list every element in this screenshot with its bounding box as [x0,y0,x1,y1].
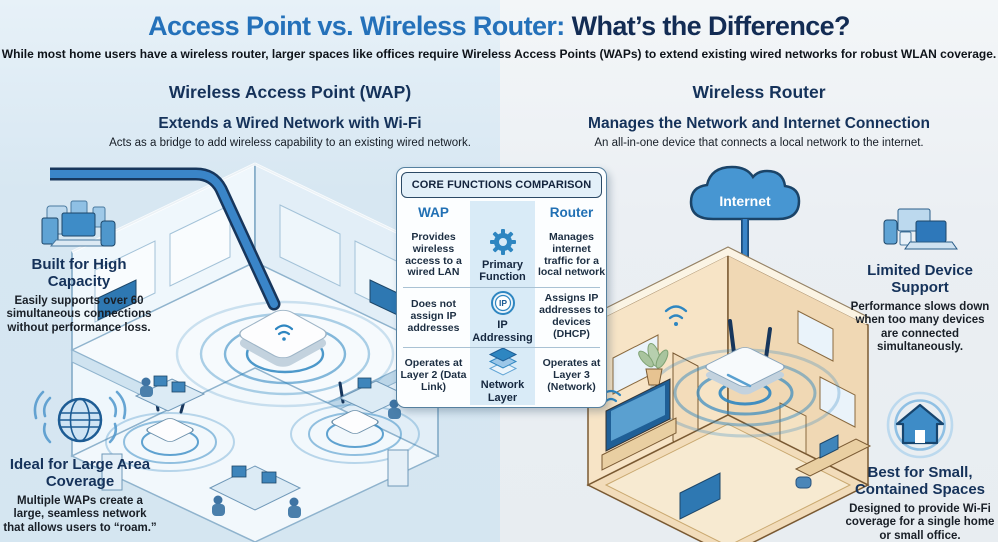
gear-icon [489,228,516,255]
wap-heading: Wireless Access Point (WAP) [168,82,412,102]
router-ip-addressing-cell: Assigns IP addresses to devices (DHCP) [539,292,604,340]
router-primary-function-cell: Manages internet traffic for a local net… [537,230,606,279]
callout-body: Easily supports over 60 simultaneous con… [6,294,152,334]
comparison-table-title: CORE FUNCTIONS COMPARISON [401,172,602,198]
wap-device [239,309,327,367]
page-title: Access Point vs. Wireless Router: What’s… [0,11,998,42]
floor-wap-right [290,381,420,464]
comparison-table-body: WAP Provides wireless access to a wired … [397,201,606,405]
table-row-divider [403,347,600,348]
callout-small-spaces: Best for Small, Contained Spaces Designe… [844,390,996,542]
callout-body: Designed to provide Wi-Fi coverage for a… [845,502,995,542]
callout-high-capacity: Built for High Capacity Easily supports … [6,198,152,335]
wifi-signal-icon [664,305,688,320]
ip-addressing-label: IP Addressing [472,319,533,344]
ip-badge-icon: IP [490,291,515,316]
router-column-heading: Wireless Router Manages the Network and … [528,82,990,149]
network-layer-cell: Network Layer [470,347,535,405]
router-device [705,319,785,395]
comparison-table: CORE FUNCTIONS COMPARISON WAP Provides w… [396,167,607,408]
router-heading: Wireless Router [692,82,826,102]
page-title-blue: Access Point vs. Wireless Router: [148,11,565,41]
home-wifi-icon [886,391,954,459]
router-subheading: Manages the Network and Internet Connect… [588,115,930,132]
table-row-divider [403,287,600,288]
wap-office-illustration [50,162,440,542]
primary-function-cell: Primary Function [470,224,535,287]
ip-badge-text: IP [498,299,506,309]
wap-ip-addressing-cell: Does not assign IP addresses [407,298,460,334]
callout-title: Limited Device Support [867,262,973,296]
wap-column-heading: Wireless Access Point (WAP) Extends a Wi… [55,82,525,149]
callout-large-coverage: Ideal for Large Area Coverage Multiple W… [2,388,158,535]
ethernet-cable [50,167,281,311]
callout-body: Performance slows down when too many dev… [850,300,990,354]
internet-cloud: Internet [689,165,801,221]
internet-cloud-label: Internet [719,193,771,209]
callout-title: Best for Small, Contained Spaces [854,464,986,498]
callout-body: Multiple WAPs create a large, seamless n… [3,494,157,534]
page-title-dark: What’s the Difference? [564,11,851,41]
wap-column-label: WAP [418,205,449,220]
office-furniture [101,375,410,518]
router-network-layer-cell: Operates at Layer 3 (Network) [542,357,601,393]
table-column-router: Router Manages internet traffic for a lo… [535,201,608,405]
wap-network-layer-cell: Operates at Layer 2 (Data Link) [400,357,467,393]
devices-cluster-icon [41,200,116,247]
wap-primary-function-cell: Provides wireless access to a wired LAN [405,230,462,279]
ip-addressing-cell: IP IP Addressing [470,287,535,347]
primary-function-label: Primary Function [479,258,526,283]
callout-limited-devices: Limited Device Support Performance slows… [846,206,994,355]
globe-wifi-icon [33,390,127,444]
wap-subheading: Extends a Wired Network with Wi-Fi [158,115,422,132]
callout-title: Built for High Capacity [31,256,127,290]
router-column-label: Router [549,205,594,220]
house-furniture [601,378,872,520]
house-plant [638,342,669,386]
table-column-function: Primary Function IP IP Addressing [470,201,535,405]
limited-devices-icon [883,208,958,250]
callout-title: Ideal for Large Area Coverage [9,456,151,490]
page-subtitle: While most home users have a wireless ro… [1,47,997,61]
house-structure [586,246,870,542]
router-house-illustration: Internet [586,165,872,542]
wap-description: Acts as a bridge to add wireless capabil… [109,137,471,149]
router-description: An all-in-one device that connects a loc… [594,137,924,149]
network-layer-label: Network Layer [480,379,525,404]
table-column-wap: WAP Provides wireless access to a wired … [397,201,470,405]
layers-icon [488,348,517,376]
